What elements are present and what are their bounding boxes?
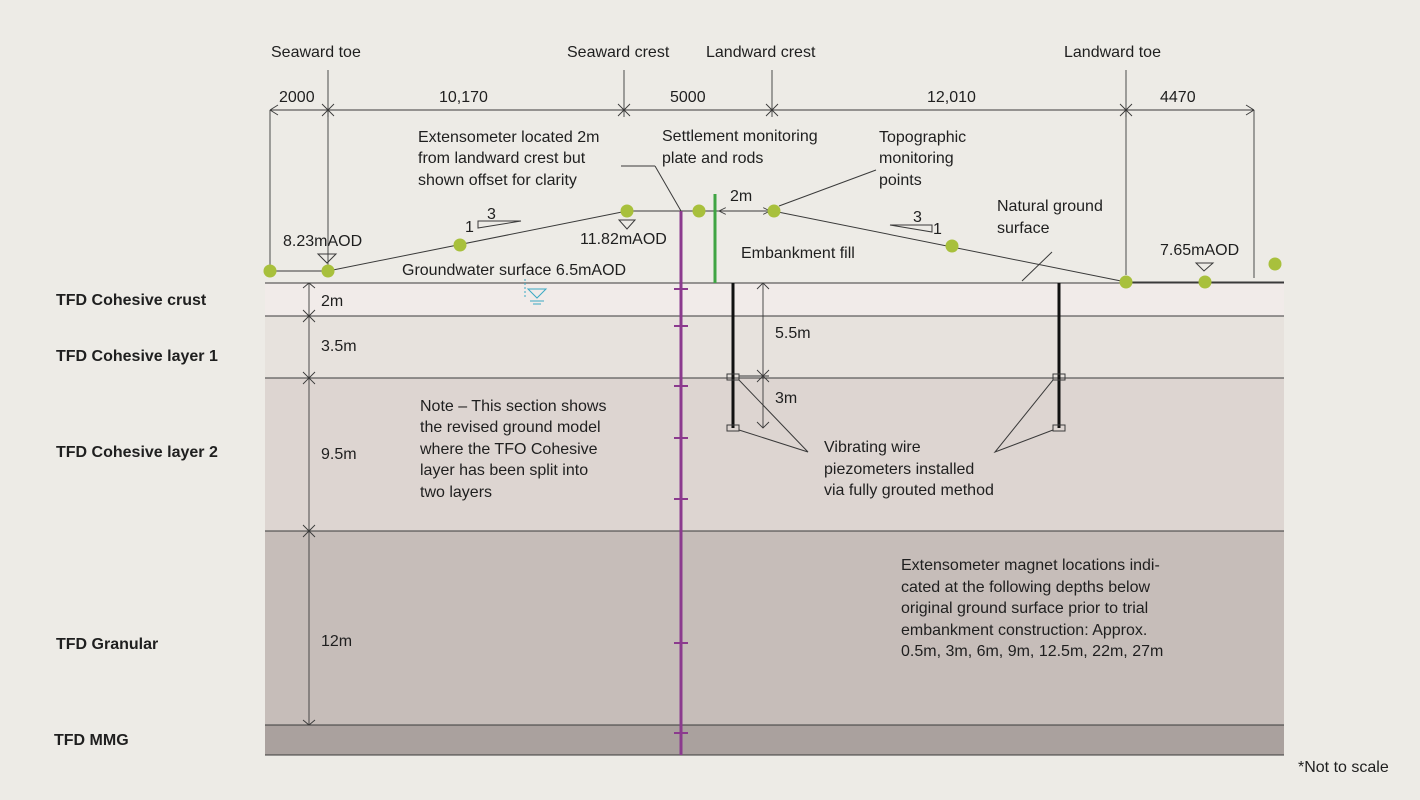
layer-name-crust: TFD Cohesive crust xyxy=(56,292,207,309)
monitoring-point xyxy=(1268,257,1282,271)
slope-landward: 3 1 xyxy=(889,209,942,238)
level-marker-landward-toe xyxy=(1194,262,1215,272)
slope-seaward: 3 1 xyxy=(465,206,522,236)
soil-layers xyxy=(265,282,1284,756)
layer-names: TFD Cohesive crust TFD Cohesive layer 1 … xyxy=(54,292,218,749)
level-marker-seaward-toe xyxy=(316,253,338,264)
piezometer-tip xyxy=(726,424,740,432)
extensometer-label: Extensometer located 2m from landward cr… xyxy=(418,129,604,189)
topographic-label: Topographic monitoring points xyxy=(879,129,971,189)
not-to-scale-note: *Not to scale xyxy=(1298,759,1389,776)
monitoring-point xyxy=(620,204,634,218)
level-landward-toe: 7.65mAOD xyxy=(1160,242,1239,259)
layer-name-granular: TFD Granular xyxy=(56,636,158,653)
monitoring-point xyxy=(453,238,467,252)
position-labels: Seaward toe Seaward crest Landward crest… xyxy=(271,44,1161,117)
label-seaward-crest: Seaward crest xyxy=(567,44,670,61)
depth-5-5m: 5.5m xyxy=(775,325,811,342)
level-seaward-crest: 11.82mAOD xyxy=(580,231,667,248)
monitoring-point xyxy=(945,239,959,253)
thickness-cohesive-1: 3.5m xyxy=(321,338,357,355)
layer-cohesive-1 xyxy=(265,316,1284,378)
level-marker-seaward-crest xyxy=(617,219,637,230)
dim-5000: 5000 xyxy=(670,89,706,106)
water-table-icon xyxy=(526,288,548,299)
monitoring-points xyxy=(263,204,1282,289)
dim-10170: 10,170 xyxy=(439,89,488,106)
extensometer xyxy=(621,165,688,755)
level-seaward-toe: 8.23mAOD xyxy=(283,233,362,250)
slope-seaward-rise: 1 xyxy=(465,219,474,236)
label-seaward-toe: Seaward toe xyxy=(271,44,361,61)
dim-4470: 4470 xyxy=(1160,89,1196,106)
offset-dimension: 2m xyxy=(719,188,770,211)
layer-granular xyxy=(265,531,1284,725)
dim-2000: 2000 xyxy=(279,89,315,106)
embankment-fill-label: Embankment fill xyxy=(741,245,855,262)
monitoring-point xyxy=(263,264,277,278)
groundwater-label: Groundwater surface 6.5mAOD xyxy=(402,262,626,279)
magnet-locations-text: Extensometer magnet locations indi- cate… xyxy=(901,557,1164,660)
topographic-leader xyxy=(778,169,877,207)
dim-12010: 12,010 xyxy=(927,89,976,106)
groundwater: Groundwater surface 6.5mAOD xyxy=(402,262,626,305)
layer-name-mmg: TFD MMG xyxy=(54,732,129,749)
label-landward-toe: Landward toe xyxy=(1064,44,1161,61)
thickness-cohesive-2: 9.5m xyxy=(321,446,357,463)
slope-landward-run: 3 xyxy=(913,209,922,226)
monitoring-point xyxy=(692,204,706,218)
natural-ground-leader xyxy=(1021,251,1053,282)
slope-seaward-run: 3 xyxy=(487,206,496,223)
piezometer-tip xyxy=(726,373,740,381)
piezometer-label: Vibrating wire piezometers installed via… xyxy=(824,439,994,499)
piezometer-tip xyxy=(1052,424,1066,432)
layer-name-cohesive-1: TFD Cohesive layer 1 xyxy=(56,348,218,365)
layer-mmg xyxy=(265,725,1284,755)
monitoring-point xyxy=(1119,275,1133,289)
natural-ground-label: Natural ground surface xyxy=(997,198,1107,237)
layer-thickness-dimensions: 2m 3.5m 9.5m 12m xyxy=(302,282,357,726)
note-text: Note – This section shows the revised gr… xyxy=(419,398,611,501)
monitoring-point xyxy=(767,204,781,218)
layer-name-cohesive-2: TFD Cohesive layer 2 xyxy=(56,444,218,461)
slope-landward-rise: 1 xyxy=(933,221,942,238)
monitoring-point xyxy=(1198,275,1212,289)
horizontal-dimensions: 2000 10,170 5000 12,010 4470 xyxy=(269,89,1255,278)
monitoring-point xyxy=(321,264,335,278)
thickness-crust: 2m xyxy=(321,293,343,310)
layer-cohesive-2 xyxy=(265,378,1284,531)
level-markers: 8.23mAOD 11.82mAOD 7.65mAOD xyxy=(283,219,1239,272)
label-landward-crest: Landward crest xyxy=(706,44,816,61)
piezometers xyxy=(726,283,1066,454)
offset-2m: 2m xyxy=(730,188,752,205)
settlement-label: Settlement monitoring plate and rods xyxy=(662,128,822,167)
piezometer-tip xyxy=(1052,373,1066,381)
layer-cohesive-crust xyxy=(265,283,1284,316)
thickness-granular: 12m xyxy=(321,633,352,650)
piezometer-depth-dimensions: 5.5m 3m xyxy=(739,282,811,429)
depth-3m: 3m xyxy=(775,390,797,407)
